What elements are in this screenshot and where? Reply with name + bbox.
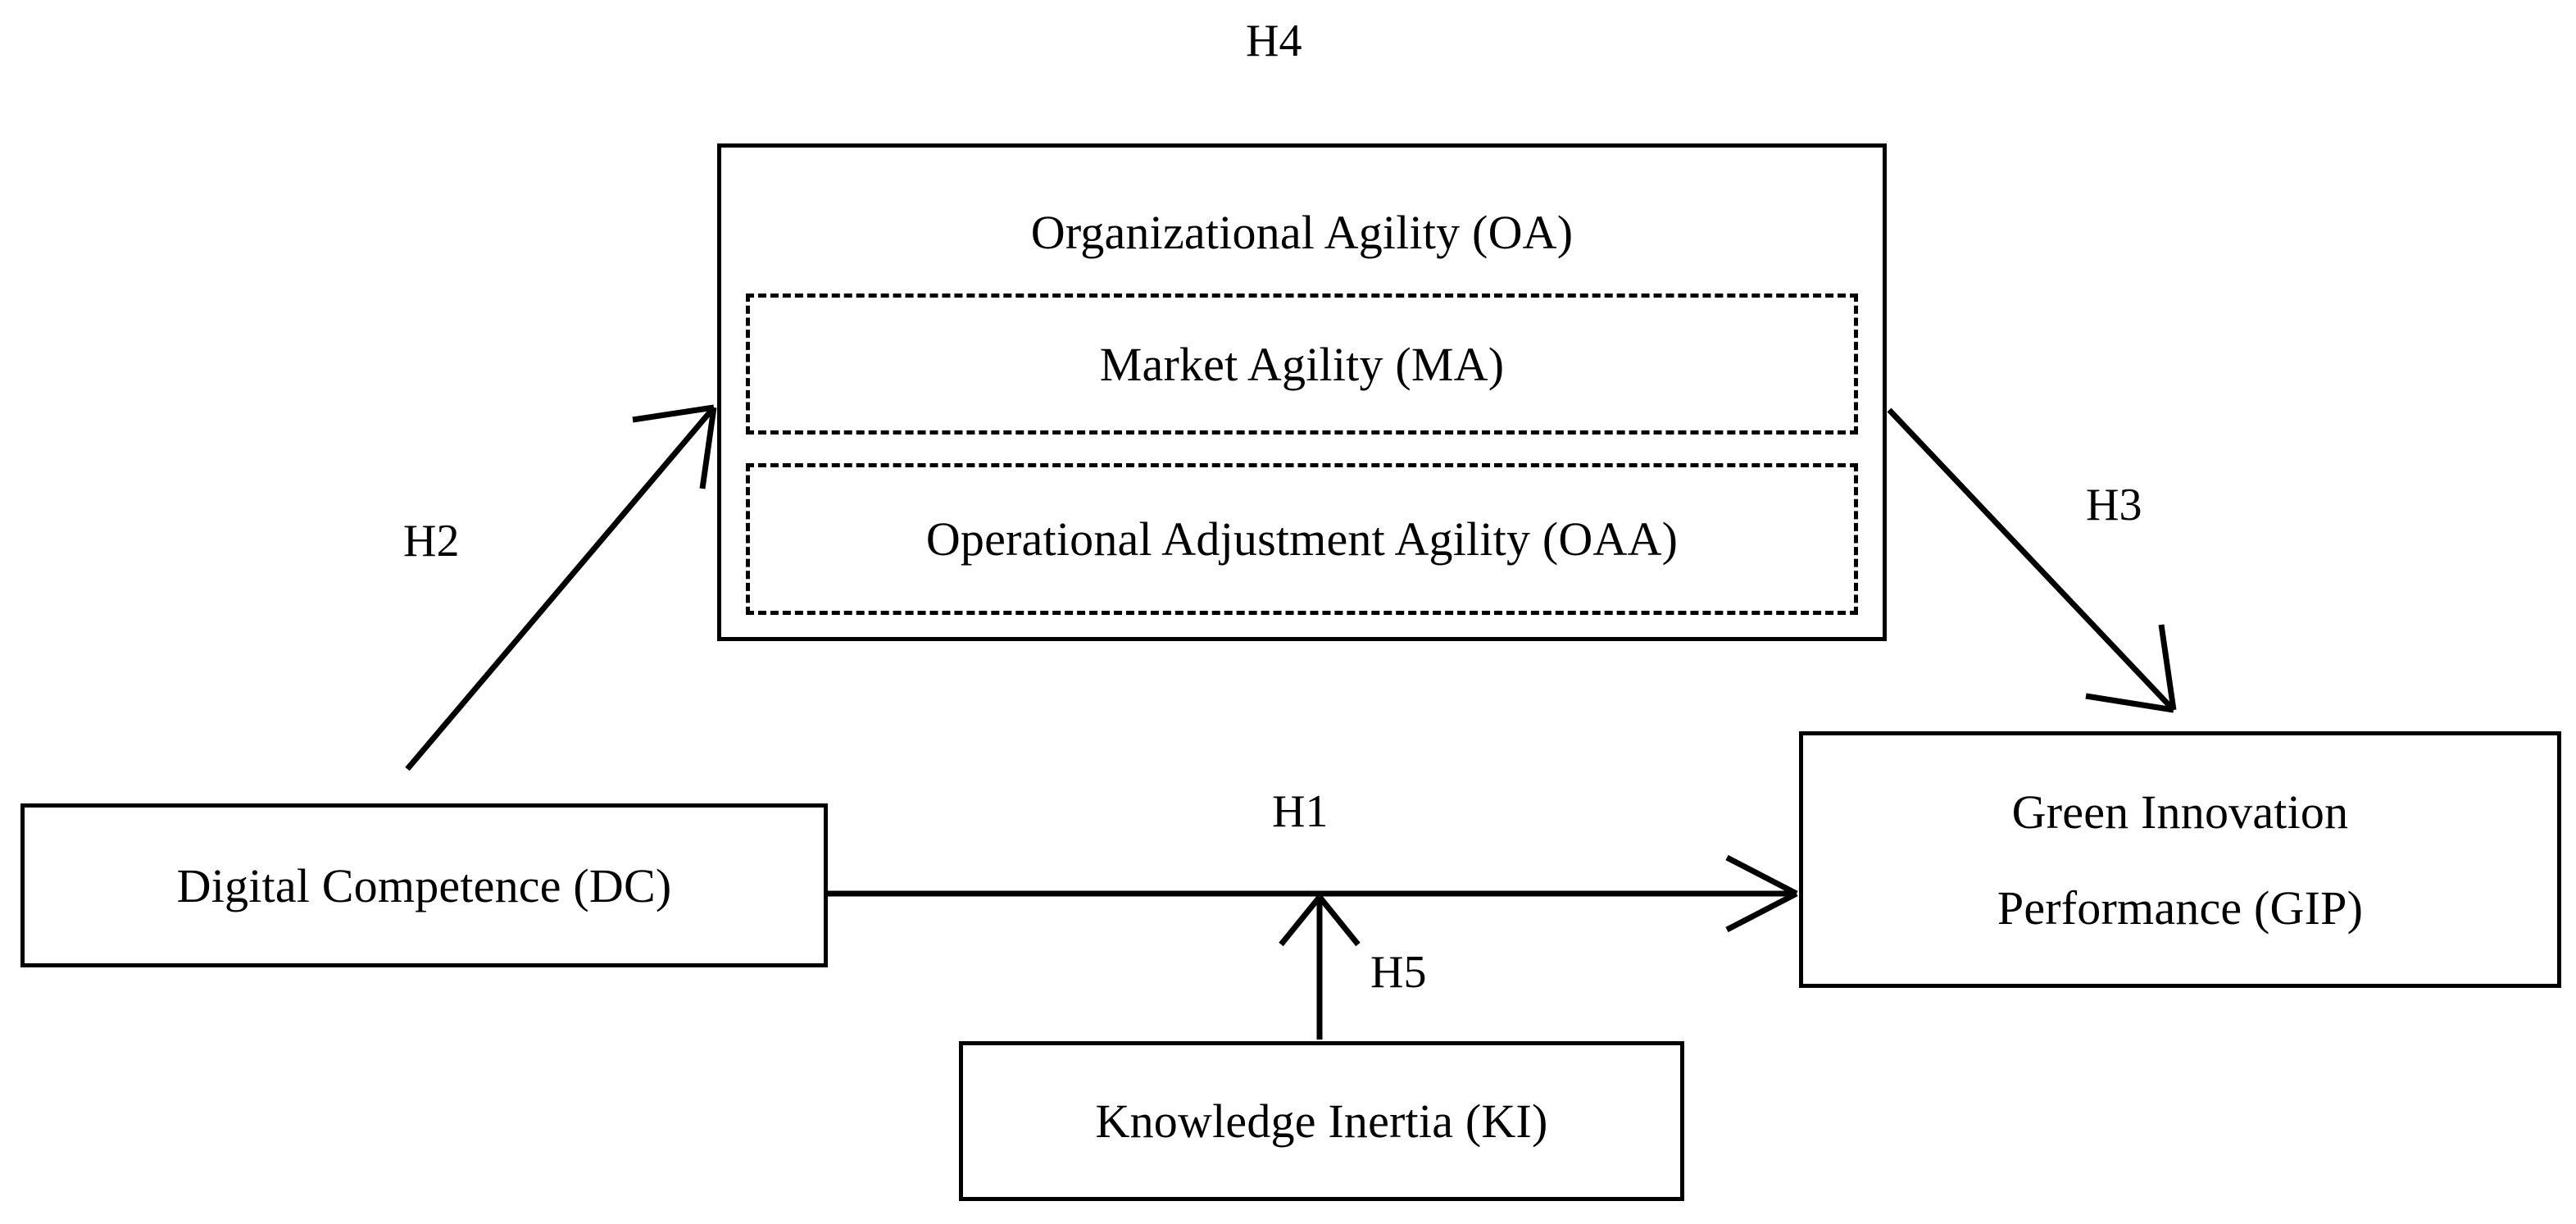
node-green-innovation-performance-label: Green Innovation Performance (GIP) <box>1803 776 2557 944</box>
node-green-innovation-performance[interactable]: Green Innovation Performance (GIP) <box>1799 731 2561 988</box>
node-operational-adjustment-agility-label: Operational Adjustment Agility (OAA) <box>925 512 1679 566</box>
arrow-h2 <box>405 404 717 771</box>
gip-label-line-2: Performance (GIP) <box>1997 880 2364 935</box>
node-knowledge-inertia-label: Knowledge Inertia (KI) <box>1095 1094 1548 1148</box>
arrow-h1 <box>828 854 1798 933</box>
node-digital-competence-label: Digital Competence (DC) <box>176 858 672 912</box>
hypothesis-label-h4: H4 <box>1246 16 1302 66</box>
node-knowledge-inertia[interactable]: Knowledge Inertia (KI) <box>959 1041 1684 1201</box>
hypothesis-label-h1: H1 <box>1272 786 1329 837</box>
gip-label-line-1: Green Innovation <box>2011 785 2349 839</box>
node-organizational-agility-label: Organizational Agility (OA) <box>1030 206 1574 259</box>
hypothesis-label-h5: H5 <box>1370 947 1427 998</box>
node-organizational-agility[interactable]: Organizational Agility (OA) Market Agili… <box>717 143 1887 641</box>
node-digital-competence[interactable]: Digital Competence (DC) <box>20 803 828 967</box>
node-market-agility-label: Market Agility (MA) <box>1099 337 1505 391</box>
hypothesis-label-h2: H2 <box>403 516 460 566</box>
arrow-h3 <box>1887 407 2177 713</box>
arrow-h5 <box>1279 894 1361 1040</box>
node-operational-adjustment-agility[interactable]: Operational Adjustment Agility (OAA) <box>746 463 1858 615</box>
node-market-agility[interactable]: Market Agility (MA) <box>746 293 1858 435</box>
hypothesis-label-h3: H3 <box>2086 480 2142 530</box>
